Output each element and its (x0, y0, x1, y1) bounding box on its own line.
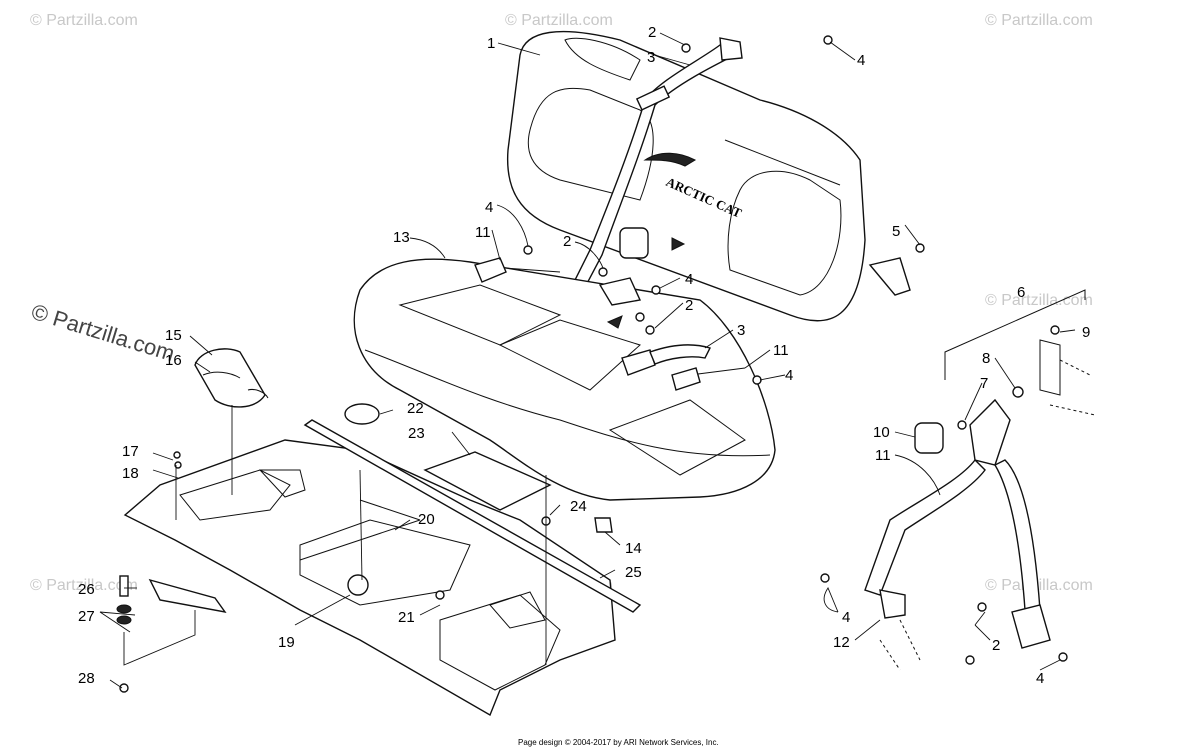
watermark-bottom-left: © Partzilla.com (30, 577, 138, 594)
watermark-bottom-right: © Partzilla.com (985, 577, 1093, 594)
buckle-right (671, 367, 701, 391)
mount-bracket-5 (868, 257, 911, 296)
callout-16: 16 (165, 352, 182, 369)
arctic-cat-logo-icon (643, 152, 697, 167)
callout-4: 4 (842, 609, 850, 626)
callout-28: 28 (78, 670, 95, 687)
belt-guide-spring (969, 398, 1011, 466)
callout-23: 23 (408, 425, 425, 442)
callout-2: 2 (685, 297, 693, 314)
bolt-26 (119, 575, 129, 597)
buckle-center (621, 349, 656, 376)
washer-27a (116, 604, 132, 614)
callout-12: 12 (833, 634, 850, 651)
callout-11: 11 (875, 447, 891, 464)
callout-4: 4 (485, 199, 493, 216)
callout-27: 27 (78, 608, 95, 625)
belt-hardware (474, 35, 925, 391)
callout-2: 2 (563, 233, 571, 250)
callout-11: 11 (773, 342, 789, 359)
retractor-cover-10 (914, 422, 944, 454)
tube-15 (194, 348, 269, 408)
callout-21: 21 (398, 609, 415, 626)
washer-27b (116, 615, 132, 625)
callout-2: 2 (648, 24, 656, 41)
left-hardware (116, 451, 227, 693)
callout-8: 8 (982, 350, 990, 367)
watermark-top-left: © Partzilla.com (30, 12, 138, 29)
callout-14: 14 (625, 540, 642, 557)
bracket-plate (148, 578, 227, 614)
callout-18: 18 (122, 465, 139, 482)
callout-20: 20 (418, 511, 435, 528)
seat-cushion (353, 258, 776, 501)
callout-1: 1 (487, 35, 495, 52)
callout-6: 6 (1017, 284, 1025, 301)
watermark-mid-right: © Partzilla.com (985, 292, 1093, 309)
retractor-center (619, 227, 649, 259)
callout-3: 3 (737, 322, 745, 339)
callout-17: 17 (122, 443, 139, 460)
nut-28 (119, 683, 129, 693)
watermark-large-rotated: © Partzilla.com (29, 299, 178, 366)
callout-4: 4 (785, 367, 793, 384)
callout-4: 4 (857, 52, 865, 69)
access-cover (344, 403, 613, 533)
anchor-plate-12 (879, 589, 906, 619)
bracket-center (598, 277, 642, 306)
grommet-14 (594, 517, 613, 533)
callout-24: 24 (570, 498, 587, 515)
callout-5: 5 (892, 223, 900, 240)
shoulder-belt-assembly (820, 289, 1096, 671)
leader-lines (99, 32, 1076, 689)
callout-15: 15 (165, 327, 182, 344)
callout-10: 10 (873, 424, 890, 441)
watermark-top-center: © Partzilla.com (505, 12, 613, 29)
callout-11: 11 (475, 224, 491, 241)
floor-pan (123, 439, 616, 717)
callout-3: 3 (647, 49, 655, 66)
callout-4: 4 (685, 271, 693, 288)
arrow-icon (671, 237, 686, 251)
watermark-top-right: © Partzilla.com (985, 12, 1093, 29)
callout-25: 25 (625, 564, 642, 581)
page-footer: Page design © 2004-2017 by ARI Network S… (518, 738, 719, 747)
buckle-left (474, 257, 507, 283)
callout-9: 9 (1082, 324, 1090, 341)
callout-4: 4 (1036, 670, 1044, 687)
seat-back: ARCTIC CAT (506, 30, 866, 322)
callout-22: 22 (407, 400, 424, 417)
callout-2: 2 (992, 637, 1000, 654)
trim-strip (303, 419, 642, 613)
cover-plate-23 (423, 451, 552, 511)
callout-labels: 1 2 3 4 4 11 2 5 13 4 2 3 11 4 6 9 8 7 1… (78, 24, 1090, 687)
callout-13: 13 (393, 229, 410, 246)
callout-7: 7 (980, 375, 988, 392)
callout-26: 26 (78, 581, 95, 598)
callout-19: 19 (278, 634, 295, 651)
retractor-lower (1011, 604, 1051, 649)
disc-22 (344, 403, 380, 425)
